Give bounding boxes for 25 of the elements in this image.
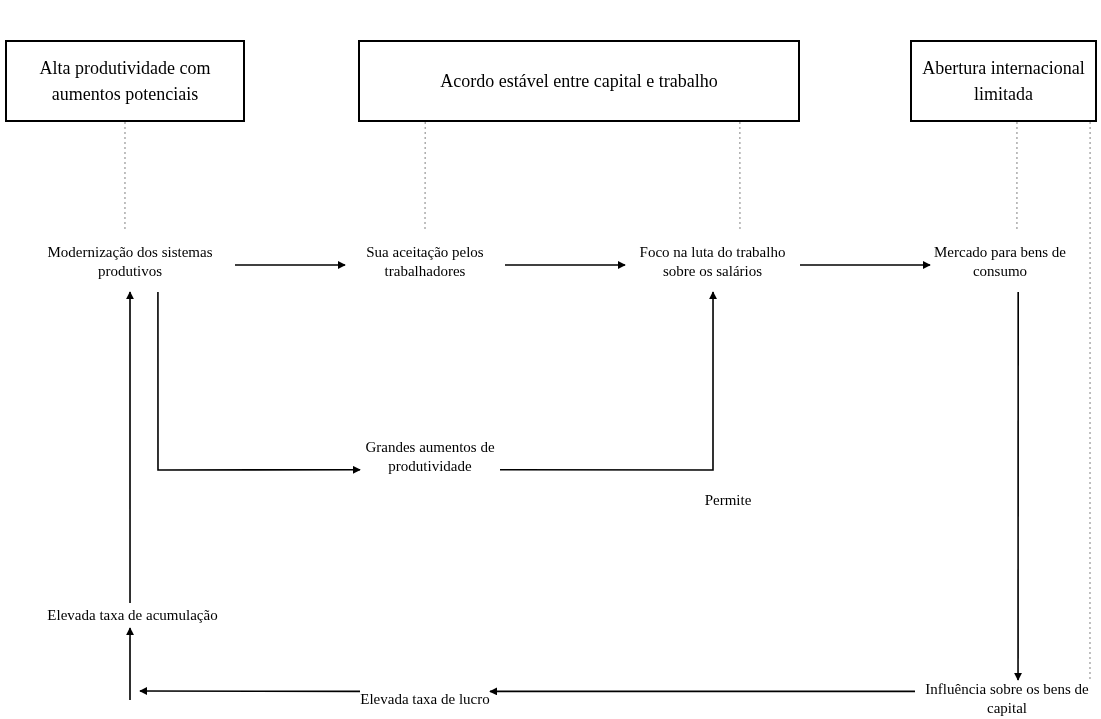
concept-box (5, 40, 245, 122)
arrow (1014, 291, 1023, 681)
box-title: Acordo estável entre capital e trabalho (440, 69, 718, 93)
concept-box (358, 40, 800, 122)
arrow (799, 261, 931, 269)
dotted-line (1089, 121, 1091, 681)
node-text: Mercado para bens de consumo (933, 243, 1067, 281)
concept-box (910, 40, 1097, 122)
node-text: Elevada taxa de acumulação (47, 606, 218, 625)
arrow (139, 687, 361, 695)
box-title: Alta produtividade com aumentos potenciais (38, 56, 212, 106)
arrow (504, 261, 626, 269)
node-text: Influência sobre os bens de capital (924, 680, 1090, 718)
arrow (489, 687, 916, 696)
node-text: Sua aceitação pelos trabalhadores (365, 243, 485, 281)
arrow (157, 291, 361, 474)
node-text: Foco na luta do trabalho sobre os salários (638, 243, 787, 281)
node-text: Modernização dos sistemas produtivos (46, 243, 214, 281)
arrow (126, 291, 134, 604)
box-title: Abertura internacional limitada (921, 56, 1086, 106)
arrow (499, 291, 717, 471)
node-text: Grandes aumentos de produtividade (364, 438, 496, 476)
arrow (234, 261, 346, 269)
node-text: Elevada taxa de lucro (360, 689, 490, 709)
arrow (126, 627, 134, 701)
